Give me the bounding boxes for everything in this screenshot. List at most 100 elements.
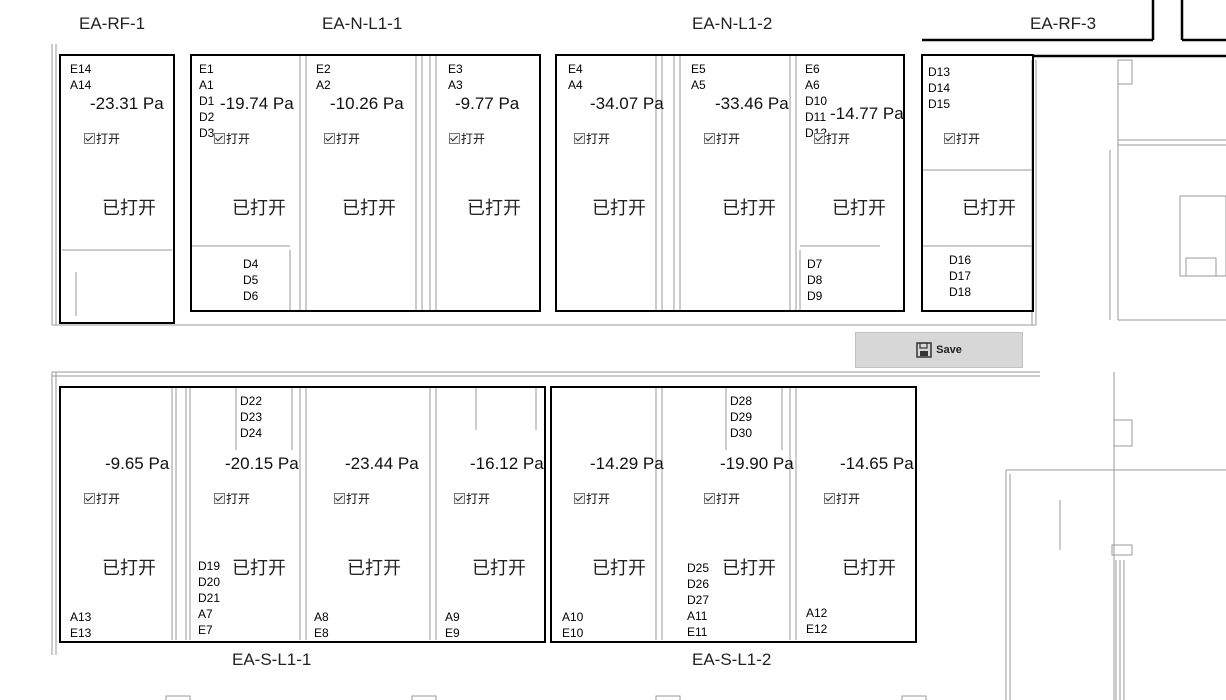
device-id-list: D28 D29 D30	[730, 394, 753, 440]
device-id-list: E14 A14	[70, 62, 92, 92]
open-checkbox[interactable]: 打开	[214, 490, 250, 507]
checkbox-label: 打开	[826, 132, 851, 146]
status-text: 已打开	[102, 198, 156, 218]
device-id-list: D22 D23 D24	[240, 394, 263, 440]
save-button[interactable]: Save	[855, 332, 1023, 368]
device-id-list: D4 D5 D6	[243, 257, 259, 303]
open-checkbox[interactable]: 打开	[574, 130, 610, 147]
device-id-list: A9 E9	[445, 610, 460, 640]
open-checkbox[interactable]: 打开	[84, 130, 120, 147]
open-checkbox[interactable]: 打开	[704, 490, 740, 507]
status-text: 已打开	[347, 558, 401, 578]
device-id-list: D25 D26 D27 A11 E11	[687, 561, 710, 639]
open-checkbox[interactable]: 打开	[454, 490, 490, 507]
checkbox-label: 打开	[586, 492, 611, 506]
open-checkbox[interactable]: 打开	[84, 490, 120, 507]
pressure-reading: -23.31 Pa	[90, 94, 164, 113]
open-checkbox[interactable]: 打开	[449, 130, 485, 147]
checkbox-label: 打开	[346, 492, 371, 506]
checkbox-checked-icon[interactable]	[704, 493, 715, 504]
checkbox-label: 打开	[716, 492, 741, 506]
zone-label: EA-RF-3	[1030, 14, 1097, 33]
status-text: 已打开	[592, 198, 646, 218]
status-text: 已打开	[722, 198, 776, 218]
checkbox-label: 打开	[226, 492, 251, 506]
status-text: 已打开	[592, 558, 646, 578]
checkbox-label: 打开	[461, 132, 486, 146]
zone-label: EA-N-L1-2	[692, 14, 773, 33]
device-id-list: A13 E13	[70, 610, 92, 640]
checkbox-label: 打开	[956, 132, 981, 146]
zone-label: EA-N-L1-1	[322, 14, 403, 33]
device-id-list: D13 D14 D15	[928, 65, 951, 111]
open-checkbox[interactable]: 打开	[574, 490, 610, 507]
checkbox-checked-icon[interactable]	[574, 493, 585, 504]
device-id-list: E3 A3	[448, 62, 463, 92]
checkbox-checked-icon[interactable]	[814, 133, 825, 144]
device-id-list: E4 A4	[568, 62, 583, 92]
pressure-reading: -14.77 Pa	[830, 104, 904, 123]
status-text: 已打开	[722, 558, 776, 578]
checkbox-label: 打开	[586, 132, 611, 146]
zone-label: EA-S-L1-1	[232, 650, 312, 669]
checkbox-label: 打开	[716, 132, 741, 146]
open-checkbox[interactable]: 打开	[814, 130, 850, 147]
checkbox-checked-icon[interactable]	[944, 133, 955, 144]
zone-label: EA-RF-1	[79, 14, 146, 33]
open-checkbox[interactable]: 打开	[334, 490, 370, 507]
zone-box	[59, 54, 175, 324]
checkbox-checked-icon[interactable]	[84, 493, 95, 504]
floppy-disk-icon	[916, 342, 932, 358]
device-id-list: D16 D17 D18	[949, 253, 972, 299]
open-checkbox[interactable]: 打开	[944, 130, 980, 147]
open-checkbox[interactable]: 打开	[324, 130, 360, 147]
checkbox-label: 打开	[226, 132, 251, 146]
pressure-reading: -14.65 Pa	[840, 454, 914, 473]
status-text: 已打开	[232, 198, 286, 218]
device-id-list: E5 A5	[691, 62, 706, 92]
device-id-list: D7 D8 D9	[807, 257, 823, 303]
device-id-list: A8 E8	[314, 610, 329, 640]
status-text: 已打开	[102, 558, 156, 578]
zone-box	[921, 54, 1034, 312]
status-text: 已打开	[467, 198, 521, 218]
status-text: 已打开	[832, 198, 886, 218]
checkbox-checked-icon[interactable]	[324, 133, 335, 144]
open-checkbox[interactable]: 打开	[214, 130, 250, 147]
pressure-reading: -9.65 Pa	[105, 454, 170, 473]
pressure-reading: -19.90 Pa	[720, 454, 794, 473]
device-id-list: A12 E12	[806, 606, 828, 636]
status-text: 已打开	[342, 198, 396, 218]
checkbox-label: 打开	[836, 492, 861, 506]
pressure-reading: -10.26 Pa	[330, 94, 404, 113]
status-text: 已打开	[232, 558, 286, 578]
checkbox-checked-icon[interactable]	[334, 493, 345, 504]
checkbox-checked-icon[interactable]	[214, 493, 225, 504]
checkbox-label: 打开	[336, 132, 361, 146]
zone-box	[555, 54, 905, 312]
checkbox-label: 打开	[96, 132, 121, 146]
zone-label: EA-S-L1-2	[692, 650, 772, 669]
status-text: 已打开	[962, 198, 1016, 218]
save-button-label: Save	[936, 344, 962, 356]
pressure-reading: -20.15 Pa	[225, 454, 299, 473]
checkbox-checked-icon[interactable]	[454, 493, 465, 504]
zone-box	[59, 386, 546, 643]
open-checkbox[interactable]: 打开	[824, 490, 860, 507]
checkbox-checked-icon[interactable]	[704, 133, 715, 144]
checkbox-checked-icon[interactable]	[824, 493, 835, 504]
open-checkbox[interactable]: 打开	[704, 130, 740, 147]
checkbox-checked-icon[interactable]	[214, 133, 225, 144]
status-text: 已打开	[472, 558, 526, 578]
device-id-list: E1 A1 D1 D2 D3	[199, 62, 215, 140]
pressure-reading: -34.07 Pa	[590, 94, 664, 113]
zone-box	[190, 54, 541, 312]
checkbox-label: 打开	[466, 492, 491, 506]
checkbox-checked-icon[interactable]	[574, 133, 585, 144]
pressure-reading: -16.12 Pa	[470, 454, 544, 473]
checkbox-checked-icon[interactable]	[449, 133, 460, 144]
pressure-reading: -23.44 Pa	[345, 454, 419, 473]
checkbox-checked-icon[interactable]	[84, 133, 95, 144]
status-text: 已打开	[842, 558, 896, 578]
device-id-list: A10 E10	[562, 610, 584, 640]
